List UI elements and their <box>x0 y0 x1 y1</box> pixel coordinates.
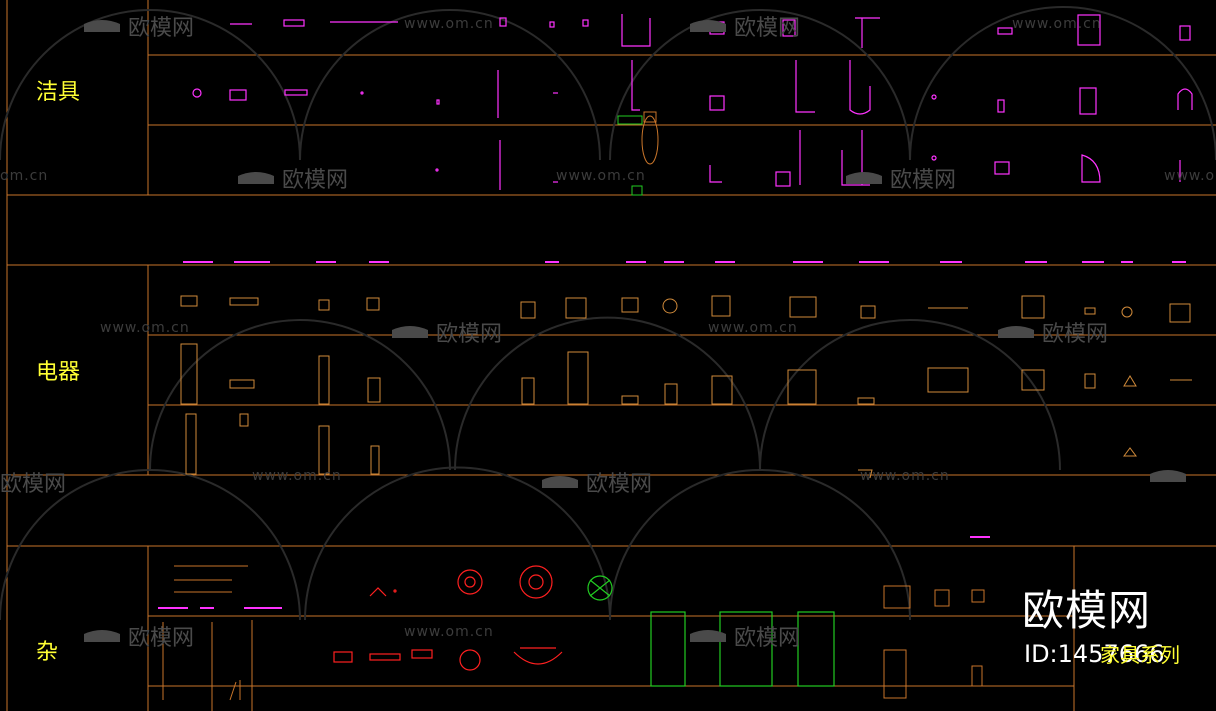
sanitary-symbols <box>192 14 1193 190</box>
watermark-logo-text: 欧模网 <box>282 168 349 193</box>
section-label-sanitary: 洁具 <box>36 80 81 105</box>
watermark-url: www.om.cn <box>708 320 798 336</box>
sofa-icon <box>846 172 882 184</box>
watermark-url: www.om.cn <box>404 16 494 32</box>
watermark-logo: 欧模网 <box>234 162 348 194</box>
section-label-misc: 杂 <box>36 640 59 665</box>
section-label-appliances: 电器 <box>36 360 81 385</box>
wc-top-view <box>641 111 659 165</box>
sofa-icon <box>690 630 726 642</box>
watermark-logo-text: 欧模网 <box>734 16 801 41</box>
watermark-logo-text: 欧模网 <box>734 626 801 651</box>
watermark-logo: 欧模网 <box>686 620 800 652</box>
watermark-logo-text: 欧模网 <box>1042 322 1109 347</box>
watermark-logo: 欧模网 <box>994 316 1108 348</box>
sofa-icon <box>238 172 274 184</box>
series-label: 家具系列 <box>1100 643 1180 667</box>
watermark-logo: 欧模网 <box>686 10 800 42</box>
watermark-logo-text: 欧模网 <box>890 168 957 193</box>
watermark-logo: 欧模网 <box>0 466 66 498</box>
sofa-icon <box>84 20 120 32</box>
sofa-icon <box>84 630 120 642</box>
appliance-symbols <box>180 295 1192 479</box>
watermark-logo: 欧模网 <box>842 162 956 194</box>
watermark-url: www.om.cn <box>404 624 494 640</box>
brand-id: ID:1457666 <box>1024 640 1165 668</box>
watermark-logo-text: 欧模网 <box>0 472 67 497</box>
watermark-url: om.cn <box>0 168 49 184</box>
sofa-icon <box>998 326 1034 338</box>
brand-name: 欧模网 <box>1022 586 1152 635</box>
green-markers <box>617 115 643 196</box>
column-label-marks <box>158 261 1186 609</box>
watermark-url: www.om.cn <box>1164 168 1216 184</box>
watermark-arcs <box>0 6 1216 621</box>
watermark-logo-text: 欧模网 <box>128 626 195 651</box>
sofa-icon <box>690 20 726 32</box>
sofa-icon <box>1150 470 1186 482</box>
watermark-url: www.om.cn <box>556 168 646 184</box>
watermark-logo-text: 欧模网 <box>586 472 653 497</box>
misc-symbols <box>162 565 985 711</box>
watermark-logo-text: 欧模网 <box>436 322 503 347</box>
watermark-logo: 欧模网 <box>538 466 652 498</box>
watermark-url: www.om.cn <box>100 320 190 336</box>
watermark-logo-text: 欧模网 <box>128 16 195 41</box>
sofa-icon <box>542 476 578 488</box>
watermark-logo <box>1146 466 1190 486</box>
watermark-logo: 欧模网 <box>80 620 194 652</box>
watermark-url: www.om.cn <box>860 468 950 484</box>
watermark-url: www.om.cn <box>1012 16 1102 32</box>
watermark-logo: 欧模网 <box>80 10 194 42</box>
watermark-logo: 欧模网 <box>388 316 502 348</box>
watermark-url: www.om.cn <box>252 468 342 484</box>
sofa-icon <box>392 326 428 338</box>
